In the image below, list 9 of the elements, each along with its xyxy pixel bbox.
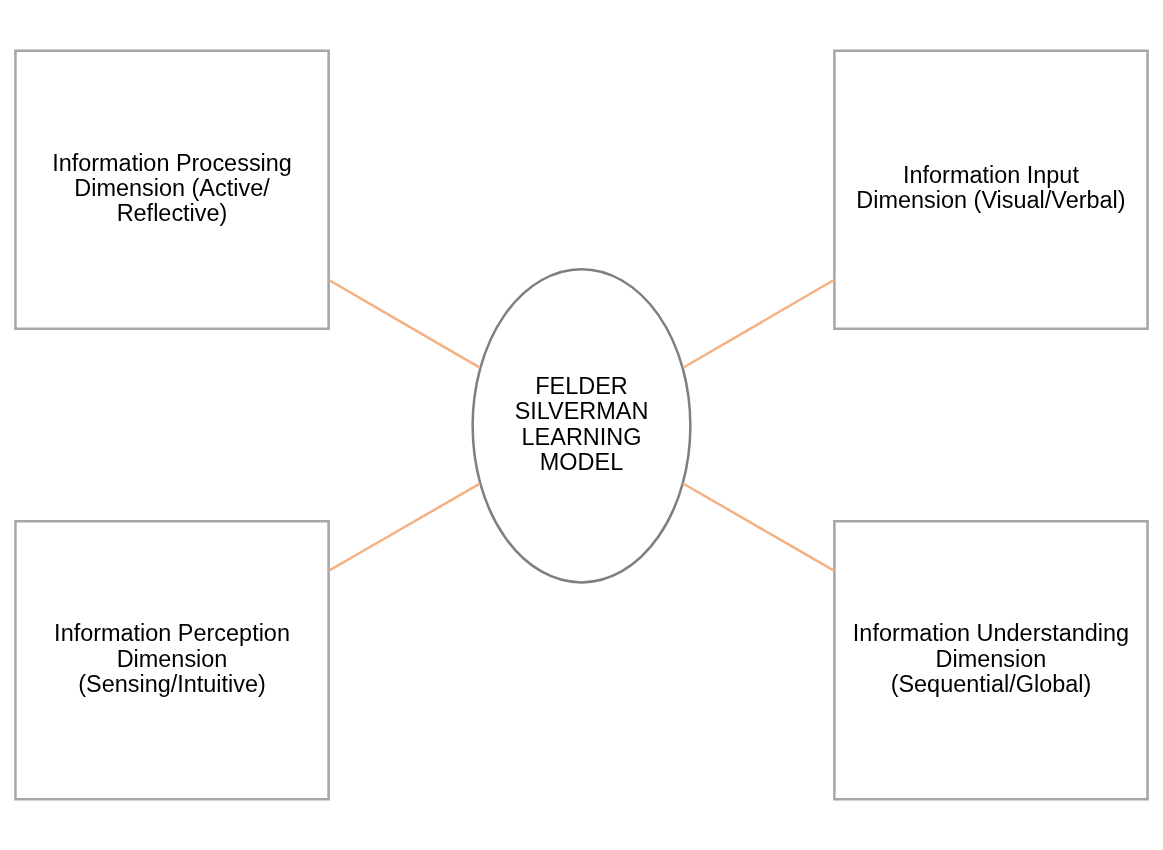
connector (682, 482, 835, 572)
node-box: Information Perception Dimension (Sensing/Intuitive) (14, 520, 330, 801)
connector (682, 278, 835, 369)
node-box: Information Understanding Dimension (Sequential/Global) (833, 520, 1149, 801)
node-ellipse: FELDER SILVERMAN LEARNING MODEL (471, 268, 692, 584)
node-box: Information Processing Dimension (Active/ Reflective) (14, 49, 330, 330)
connector (328, 278, 481, 369)
connector (328, 482, 481, 572)
node-box: Information Input Dimension (Visual/Verbal) (833, 49, 1149, 330)
